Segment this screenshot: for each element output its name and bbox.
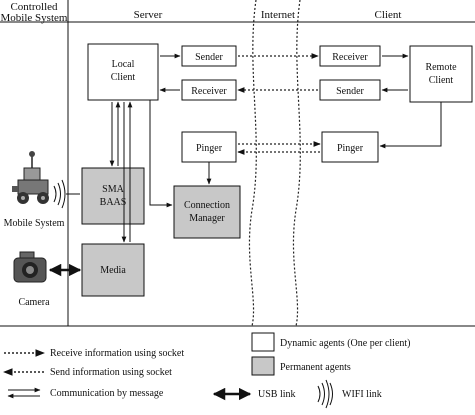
internet-boundary-right: [293, 0, 300, 326]
legend-receive-text: Receive information using socket: [50, 348, 184, 359]
wifi-waves-icon: [54, 180, 65, 208]
header-mobile-system: Mobile System: [1, 12, 68, 24]
msg-local-to-connection-manager: [150, 100, 172, 205]
receiver-server-label: Receiver: [191, 86, 227, 97]
header-client: Client: [375, 9, 402, 21]
msg-remote-to-pinger: [380, 102, 441, 146]
pinger-server-label: Pinger: [196, 143, 223, 154]
local-client-label-1: Local: [112, 59, 135, 70]
camera-icon: [14, 252, 46, 282]
legend-dynamic-text: Dynamic agents (One per client): [280, 338, 411, 349]
mobile-robot-icon: [12, 151, 49, 204]
legend-usb-text: USB link: [258, 389, 296, 400]
header-server: Server: [134, 9, 163, 21]
legend-dynamic-swatch: [252, 333, 274, 351]
sma-baas-label-1: SMA: [102, 184, 124, 195]
legend-wifi-text: WIFI link: [342, 389, 382, 400]
connection-manager-label-1: Connection: [184, 200, 230, 211]
remote-client-label-2: Client: [429, 75, 454, 86]
sender-client-label: Sender: [336, 86, 364, 97]
receiver-client-label: Receiver: [332, 52, 368, 63]
sma-baas-label-2: BAAS: [100, 197, 127, 208]
media-label: Media: [100, 265, 126, 276]
sender-server-label: Sender: [195, 52, 223, 63]
mobile-system-label: Mobile System: [4, 218, 65, 229]
legend-permanent-swatch: [252, 357, 274, 375]
remote-client-label-1: Remote: [425, 62, 457, 73]
header-internet: Internet: [261, 9, 295, 21]
legend-send-text: Send information using socket: [50, 367, 172, 378]
connection-manager-box[interactable]: [174, 186, 240, 238]
remote-client-box[interactable]: [410, 46, 472, 102]
legend-message-text: Communication by message: [50, 388, 164, 399]
local-client-label-2: Client: [111, 72, 136, 83]
connection-manager-label-2: Manager: [189, 213, 225, 224]
sma-baas-box[interactable]: [82, 168, 144, 224]
legend-wifi-icon: [318, 380, 333, 408]
pinger-client-label: Pinger: [337, 143, 364, 154]
internet-boundary-left: [249, 0, 256, 326]
legend-permanent-text: Permanent agents: [280, 362, 351, 373]
camera-label: Camera: [18, 297, 50, 308]
